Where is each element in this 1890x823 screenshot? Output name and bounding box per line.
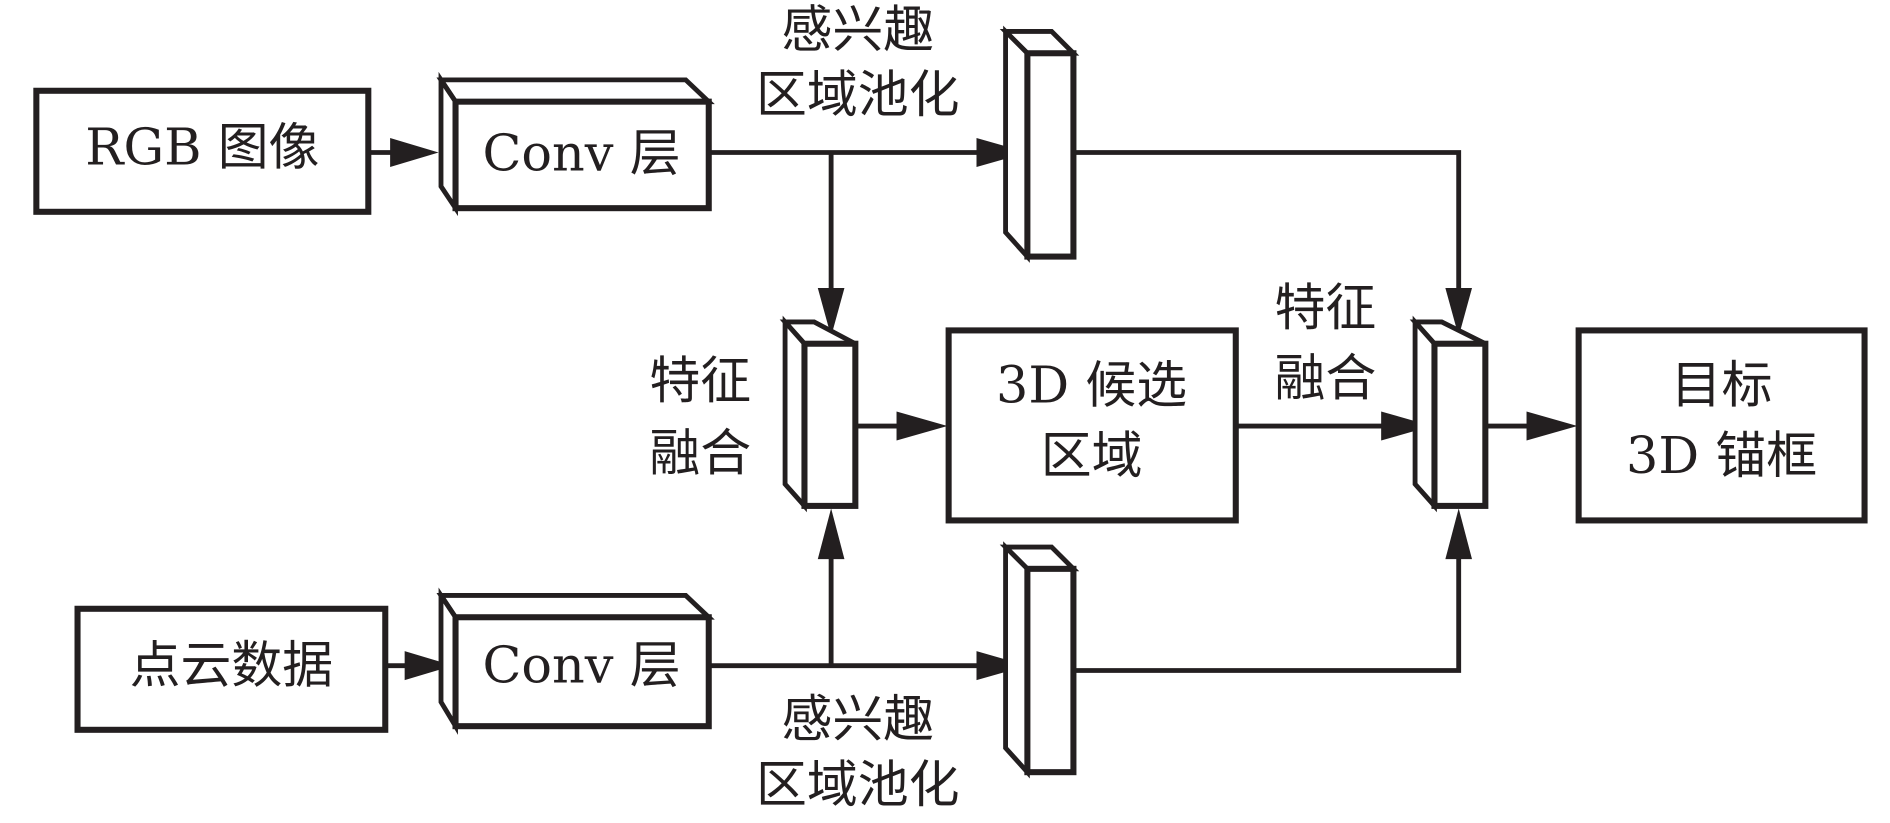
node-target-3d-anchor: 目标 3D 锚框 — [1575, 327, 1868, 524]
node-conv-bottom-label: Conv 层 — [482, 635, 680, 694]
node-rgb-image-label: RGB 图像 — [85, 117, 319, 176]
node-3d-proposal-line1: 3D 候选 — [996, 356, 1187, 415]
node-conv-top-label: Conv 层 — [482, 123, 680, 182]
fusion-left-label-line1: 特征 — [649, 351, 751, 410]
arrowhead — [817, 288, 845, 337]
roi-top-label-line1: 感兴趣 — [781, 0, 934, 59]
arrowhead — [976, 137, 1028, 168]
arrowhead — [404, 651, 454, 681]
fusion-right-label-line1: 特征 — [1275, 278, 1377, 337]
arrowhead — [1526, 411, 1578, 441]
arrowhead — [1445, 288, 1473, 337]
node-feature-fusion-right — [1409, 315, 1489, 513]
node-conv-top: Conv 层 — [436, 71, 715, 217]
node-point-cloud-label: 点云数据 — [130, 635, 333, 694]
arrowhead — [976, 651, 1028, 681]
roi-top-label-line2: 区域池化 — [756, 65, 959, 124]
fusion-right-label-line2: 融合 — [1275, 348, 1377, 407]
node-conv-bottom: Conv 层 — [436, 587, 715, 735]
node-roi-pool-top — [999, 25, 1080, 263]
arrowhead — [1381, 411, 1433, 441]
arrowhead — [896, 411, 948, 441]
node-3d-proposal-line2: 区域 — [1041, 426, 1143, 485]
fusion-left-label-line2: 融合 — [649, 424, 751, 483]
roi-bottom-label-line1: 感兴趣 — [781, 690, 934, 749]
node-3d-proposal: 3D 候选 区域 — [945, 327, 1239, 524]
arrowhead — [817, 508, 845, 560]
node-rgb-image: RGB 图像 — [33, 87, 372, 215]
node-point-cloud: 点云数据 — [74, 605, 389, 733]
edge-roi-bottom-fusion-right — [1073, 550, 1462, 673]
node-target-line2: 3D 锚框 — [1626, 426, 1817, 485]
node-roi-pool-bottom — [999, 541, 1080, 779]
arrowhead — [1445, 508, 1473, 560]
arrowhead — [390, 137, 439, 168]
node-feature-fusion-left — [779, 315, 859, 513]
roi-bottom-label-line2: 区域池化 — [756, 755, 959, 814]
edge-roi-top-fusion-right — [1073, 150, 1462, 297]
node-target-line1: 目标 — [1671, 356, 1773, 415]
connectors — [368, 137, 1578, 681]
